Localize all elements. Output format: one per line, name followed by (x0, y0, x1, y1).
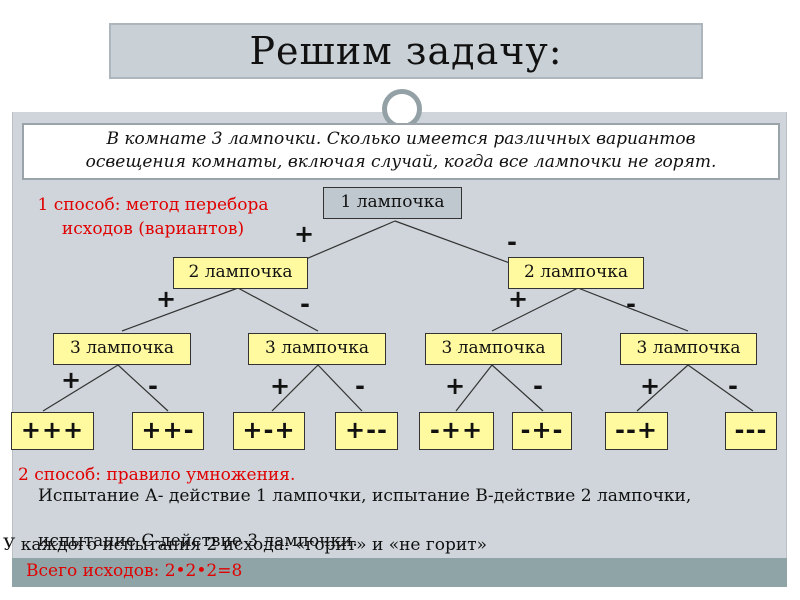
sign-plus: + (61, 366, 82, 394)
outcome-leaf: +++ (11, 412, 94, 450)
outcome-leaf: +-- (335, 412, 398, 450)
edge-l2b-right (577, 287, 689, 332)
sign-plus: + (640, 372, 661, 400)
sign-plus: + (445, 372, 466, 400)
edge-l3a-right (117, 364, 169, 412)
sign-minus: - (300, 290, 310, 318)
tree-node-bulb-1: 1 лампочка (323, 187, 462, 219)
divider-left (14, 106, 374, 108)
edge-l2a-right (237, 287, 319, 332)
sign-plus: + (156, 285, 177, 313)
sign-minus: - (533, 372, 543, 400)
edge-l3b-left (271, 364, 319, 412)
problem-line-1: В комнате 3 лампочки. Сколько имеется ра… (106, 129, 696, 149)
edge-l2b-left (491, 287, 579, 332)
trial-description-text: Испытание А- действие 1 лампочки, испыта… (38, 486, 692, 506)
edge-l3b-right (317, 364, 363, 412)
bottom-strip (12, 558, 787, 587)
outcome-leaf: -++ (419, 412, 494, 450)
edge-l3a-left (42, 364, 119, 412)
method-2-label: 2 способ: правило умножения. (18, 465, 296, 485)
edge-l3d-left (636, 364, 689, 412)
divider-right (424, 106, 784, 108)
tree-node-bulb-3-a: 3 лампочка (53, 333, 191, 365)
tree-node-bulb-3-d: 3 лампочка (620, 333, 757, 365)
trial-description: Испытание А- действие 1 лампочки, испыта… (38, 484, 738, 508)
tree-node-bulb-3-c: 3 лампочка (425, 333, 562, 365)
sign-minus: - (626, 290, 636, 318)
sign-minus: - (148, 372, 158, 400)
outcome-leaf: --+ (605, 412, 668, 450)
outcome-leaf: -+- (512, 412, 572, 450)
outcome-leaf: ++- (132, 412, 204, 450)
edge-l2a-left (121, 287, 239, 332)
total-outcomes: Всего исходов: 2•2•2=8 (26, 561, 243, 581)
method-1-line-2: исходов (вариантов) (61, 219, 245, 239)
ring-ornament-icon (382, 89, 422, 129)
trial-description-overlap: испытание С-действие 3 лампочки. (38, 531, 358, 551)
slide-title: Решим задачу: (109, 23, 703, 79)
sign-plus: + (294, 220, 315, 248)
sign-minus: - (355, 372, 365, 400)
outcome-leaf: +-+ (233, 412, 305, 450)
edge-l3c-right (491, 364, 544, 412)
outcomes-per-trial: У каждого испытания 2 исхода: «горит» и … (3, 535, 488, 555)
tree-node-bulb-2-left: 2 лампочка (173, 257, 308, 289)
sign-plus: + (508, 285, 529, 313)
method-1-line-1: 1 способ: метод перебора (37, 195, 269, 215)
tree-node-bulb-3-b: 3 лампочка (248, 333, 386, 365)
problem-line-2: освещения комнаты, включая случай, когда… (85, 152, 717, 172)
sign-minus: - (507, 228, 517, 256)
edge-l3d-right (687, 364, 754, 412)
problem-statement: В комнате 3 лампочки. Сколько имеется ра… (22, 123, 780, 180)
tree-node-bulb-2-right: 2 лампочка (508, 257, 644, 289)
sign-plus: + (270, 372, 291, 400)
edge-l3c-left (455, 364, 493, 412)
sign-minus: - (728, 372, 738, 400)
outcome-leaf: --- (725, 412, 777, 450)
method-1-label: 1 способ: метод перебора исходов (вариан… (8, 193, 298, 241)
